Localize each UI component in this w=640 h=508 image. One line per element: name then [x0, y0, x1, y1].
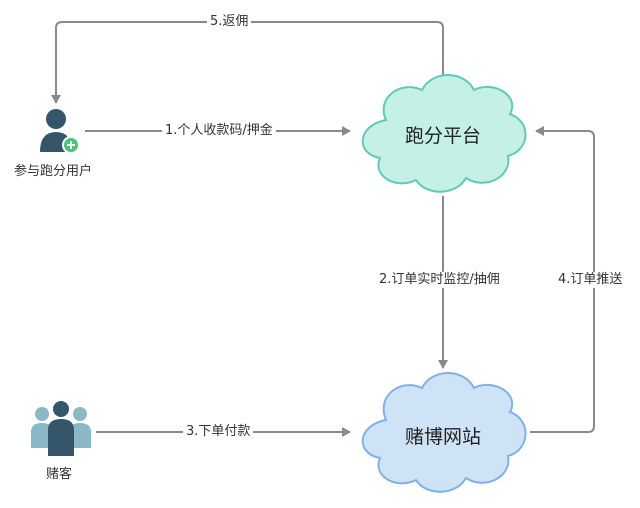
platform-cloud [361, 74, 527, 193]
edge-label-5: 5.返佣 [207, 14, 252, 30]
edge-label-3: 3.下单付款 [183, 424, 254, 440]
gambler-label: 赌客 [46, 467, 73, 482]
gambling-site-cloud [361, 372, 527, 493]
platform-label: 跑分平台 [405, 125, 482, 147]
gambling-site-label: 赌博网站 [405, 426, 482, 448]
user-plus-icon [40, 109, 80, 154]
edge-label-1: 1.个人收款码/押金 [162, 123, 276, 139]
edge-5-return-commission [51, 21, 444, 104]
group-icon [31, 401, 91, 456]
user-label: 参与跑分用户 [14, 164, 93, 179]
edge-label-2: 2.订单实时监控/抽佣 [376, 272, 503, 288]
edge-label-4: 4.订单推送 [555, 272, 626, 288]
